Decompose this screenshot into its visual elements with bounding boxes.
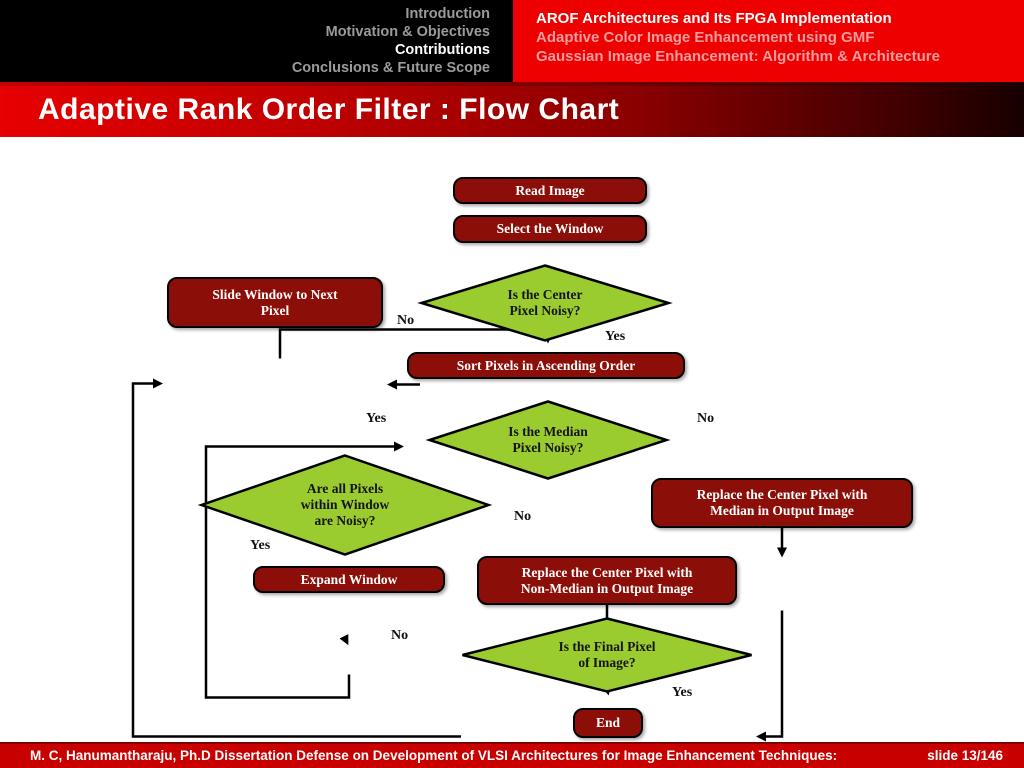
slide-number: slide 13/146 xyxy=(927,748,1003,763)
nav-section-motivation-objectives[interactable]: Motivation & Objectives xyxy=(325,24,490,40)
decision-median-noisy: Is the Median Pixel Noisy? xyxy=(425,400,671,480)
flowchart: Read Image Select the Window Slide Windo… xyxy=(0,137,1024,742)
node-replace-nonmedian: Replace the Center Pixel with Non-Median… xyxy=(477,556,737,605)
label-yes-final-pixel: Yes xyxy=(672,685,693,700)
footer: M. C, Hanumantharaju, Ph.D Dissertation … xyxy=(0,742,1024,768)
node-end: End xyxy=(573,708,643,738)
label-yes-center-noisy: Yes xyxy=(605,329,626,344)
nav-section-introduction[interactable]: Introduction xyxy=(405,6,490,22)
nav-section-conclusions-future-scope[interactable]: Conclusions & Future Scope xyxy=(291,60,490,76)
diamond-shape xyxy=(197,454,493,556)
page-title: Adaptive Rank Order Filter : Flow Chart xyxy=(38,93,620,126)
label-no-final-pixel: No xyxy=(391,628,409,643)
diamond-shape xyxy=(425,400,671,480)
label-no-center-noisy: No xyxy=(397,313,415,328)
nav-section-contributions[interactable]: Contributions xyxy=(394,42,490,58)
nav-title-arof-architectures[interactable]: AROF Architectures and Its FPGA Implemen… xyxy=(536,10,892,27)
decision-all-pixels-noisy: Are all Pixels within Window are Noisy? xyxy=(197,454,493,556)
label-yes-all-pixels: Yes xyxy=(250,538,271,553)
nav-title-gaussian-enhancement[interactable]: Gaussian Image Enhancement: Algorithm & … xyxy=(536,48,940,65)
node-slide-window: Slide Window to Next Pixel xyxy=(167,277,383,328)
node-select-window: Select the Window xyxy=(453,215,647,243)
footer-author-text: M. C, Hanumantharaju, Ph.D Dissertation … xyxy=(30,748,838,763)
nav-title-adaptive-color-gmf[interactable]: Adaptive Color Image Enhancement using G… xyxy=(536,29,875,46)
node-replace-median: Replace the Center Pixel with Median in … xyxy=(651,478,913,528)
node-expand-window: Expand Window xyxy=(253,566,445,593)
decision-final-pixel: Is the Final Pixel of Image? xyxy=(461,617,753,693)
decision-center-noisy: Is the Center Pixel Noisy? xyxy=(417,264,673,342)
nav-sections: Introduction Motivation & Objectives Con… xyxy=(0,0,513,82)
label-yes-median-noisy: Yes xyxy=(366,411,387,426)
node-read-image: Read Image xyxy=(453,177,647,204)
label-no-all-pixels: No xyxy=(514,509,532,524)
diamond-shape xyxy=(462,617,752,693)
diamond-shape xyxy=(417,264,673,342)
label-no-median-noisy: No xyxy=(697,411,715,426)
title-bar: Adaptive Rank Order Filter : Flow Chart xyxy=(0,82,1024,137)
nav-titles: AROF Architectures and Its FPGA Implemen… xyxy=(513,0,1024,82)
node-sort-pixels: Sort Pixels in Ascending Order xyxy=(407,352,685,379)
